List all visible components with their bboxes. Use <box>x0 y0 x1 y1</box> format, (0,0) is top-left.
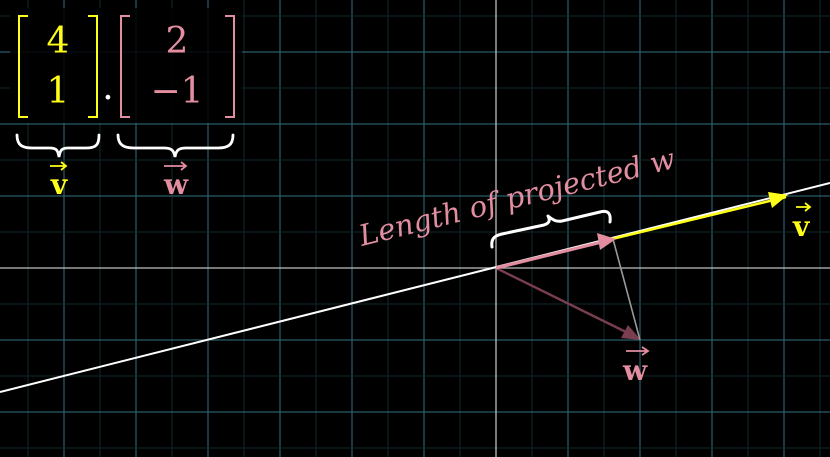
v-matrix-left-bracket <box>18 15 28 118</box>
vector-v-arrow <box>611 195 787 241</box>
dot-operator: · <box>102 78 113 119</box>
w-matrix-top: 2 <box>166 21 189 62</box>
v-vector-label: v <box>792 210 810 243</box>
vector-w-arrow <box>495 266 631 336</box>
projected-w-arrowhead <box>597 233 616 250</box>
w-matrix-bottom: −1 <box>150 71 203 112</box>
v-matrix-top: 4 <box>47 21 70 62</box>
w-matrix-right-bracket <box>225 15 235 118</box>
w-label-arrow-icon <box>626 346 650 356</box>
w-underbrace <box>116 133 235 158</box>
v-label-arrow-icon <box>796 202 812 212</box>
v-matrix-bottom: 1 <box>47 71 70 112</box>
vector-w-arrowhead <box>621 325 641 340</box>
w-underbrace-label: w <box>163 168 189 201</box>
w-vector-label: w <box>622 354 648 387</box>
projection-brace <box>490 209 612 249</box>
projected-w-arrow <box>495 240 603 270</box>
projection-annotation: Length of projected w <box>354 141 678 253</box>
span-line-of-v <box>0 182 830 393</box>
expression-backdrop <box>10 8 242 123</box>
vector-v-arrowhead <box>768 192 788 208</box>
v-underbrace-arrow-icon <box>50 161 68 171</box>
dot-product-expression: 4 1 · 2 −1 v w <box>10 8 242 201</box>
v-matrix-right-bracket <box>88 15 98 118</box>
v-underbrace <box>15 133 101 158</box>
w-underbrace-arrow-icon <box>164 161 188 171</box>
v-underbrace-label: v <box>50 168 68 201</box>
projection-drop-line <box>612 238 641 341</box>
w-matrix-left-bracket <box>120 15 130 118</box>
